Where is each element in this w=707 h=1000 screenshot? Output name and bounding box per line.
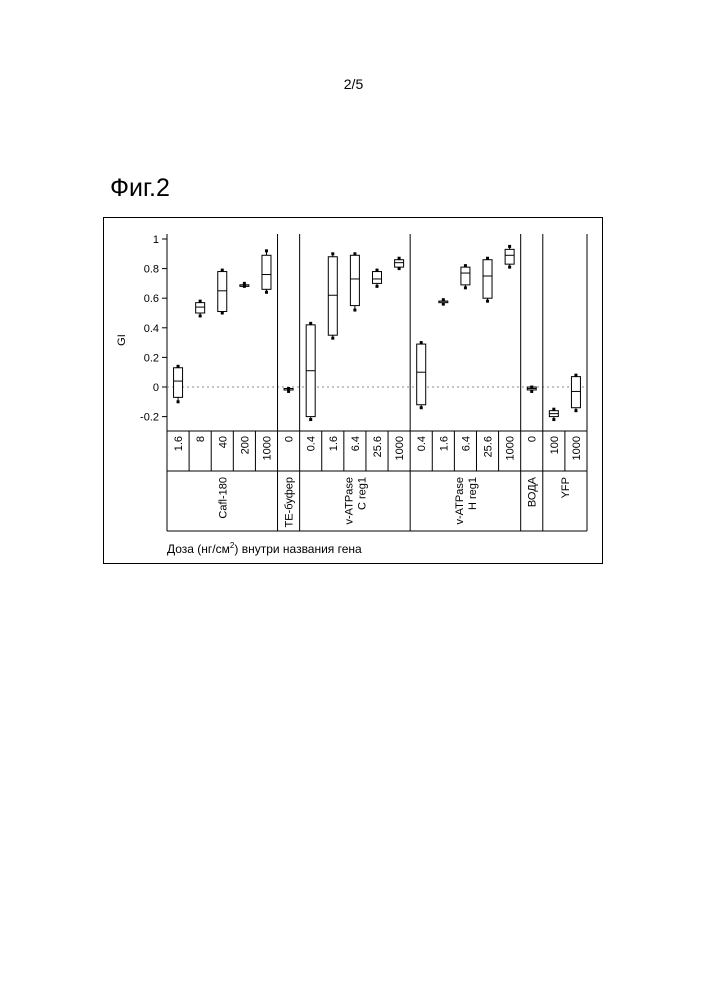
box-max-point	[464, 264, 467, 267]
box-min-point	[508, 266, 511, 269]
box-min-point	[287, 390, 290, 393]
box-iqr	[350, 255, 359, 305]
y-tick-label: 0.8	[144, 264, 159, 276]
box-max-point	[331, 252, 334, 255]
box-min-point	[353, 309, 356, 312]
box-max-point	[243, 282, 246, 285]
box-iqr	[328, 257, 337, 335]
figure-frame: 10.80.60.40.20-0.2GI1.6840200100000.41.6…	[103, 217, 603, 564]
dose-label: 1000	[571, 436, 583, 460]
box-max-point	[177, 365, 180, 368]
box-iqr	[483, 260, 492, 298]
box-min-point	[398, 267, 401, 270]
box-iqr	[218, 272, 227, 312]
box-max-point	[486, 257, 489, 260]
group-label: v-ATPase	[343, 477, 355, 524]
group-label: v-ATPase	[454, 477, 466, 524]
box-min-point	[243, 285, 246, 288]
box-min-point	[420, 406, 423, 409]
box-max-point	[287, 387, 290, 390]
box-max-point	[309, 322, 312, 325]
dose-label: 100	[549, 436, 561, 454]
box-iqr	[395, 260, 404, 267]
box-iqr	[571, 377, 580, 408]
box-min-point	[309, 418, 312, 421]
box-min-point	[486, 300, 489, 303]
dose-label: 1000	[261, 436, 273, 460]
group-label: ТЕ-буфер	[284, 477, 296, 527]
box-plot-chart: 10.80.60.40.20-0.2GI1.6840200100000.41.6…	[104, 218, 604, 565]
box-min-point	[464, 286, 467, 289]
box-min-point	[376, 285, 379, 288]
group-label: ВОДА	[527, 476, 539, 507]
figure-title: Фиг.2	[110, 174, 170, 203]
box-iqr	[373, 272, 382, 284]
group-label: H reg1	[467, 477, 479, 510]
dose-label: 1000	[505, 436, 517, 460]
box-max-point	[265, 249, 268, 252]
x-axis-label-suffix: ) внутри названия гена	[234, 542, 362, 556]
box-max-point	[442, 298, 445, 301]
dose-label: 0	[284, 436, 296, 442]
dose-label: 6.4	[350, 436, 362, 451]
box-iqr	[174, 368, 183, 398]
box-max-point	[420, 341, 423, 344]
group-label: Cafl-180	[217, 477, 229, 519]
dose-label: 40	[217, 436, 229, 448]
box-iqr	[417, 344, 426, 405]
box-max-point	[221, 269, 224, 272]
box-min-point	[574, 409, 577, 412]
dose-label: 200	[239, 436, 251, 454]
x-axis-label: Доза (нг/см2) внутри названия гена	[167, 541, 362, 556]
box-min-point	[177, 400, 180, 403]
x-axis-label-prefix: Доза (нг/см	[167, 542, 230, 556]
dose-label: 1.6	[173, 436, 185, 451]
box-max-point	[574, 374, 577, 377]
box-min-point	[530, 390, 533, 393]
box-max-point	[199, 300, 202, 303]
dose-label: 6.4	[460, 436, 472, 451]
box-min-point	[199, 314, 202, 317]
y-tick-label: 0.6	[144, 293, 159, 305]
box-iqr	[262, 255, 271, 289]
y-axis-label: GI	[116, 334, 128, 346]
y-tick-label: 1	[153, 234, 159, 246]
box-iqr	[196, 303, 205, 313]
dose-label: 25.6	[483, 436, 495, 457]
dose-label: 0.4	[306, 436, 318, 451]
box-max-point	[376, 269, 379, 272]
box-max-point	[353, 252, 356, 255]
box-min-point	[331, 337, 334, 340]
box-max-point	[552, 408, 555, 411]
dose-label: 1.6	[438, 436, 450, 451]
y-tick-label: -0.2	[140, 412, 159, 424]
group-label: YFP	[560, 477, 572, 498]
box-iqr	[461, 267, 470, 285]
y-tick-label: 0	[153, 382, 159, 394]
box-max-point	[508, 245, 511, 248]
box-iqr	[505, 249, 514, 264]
box-min-point	[265, 291, 268, 294]
dose-label: 25.6	[372, 436, 384, 457]
box-max-point	[398, 257, 401, 260]
y-tick-label: 0.4	[144, 323, 159, 335]
dose-label: 8	[195, 436, 207, 442]
dose-label: 0.4	[416, 436, 428, 451]
dose-label: 0	[527, 436, 539, 442]
y-tick-label: 0.2	[144, 352, 159, 364]
group-label: C reg1	[356, 477, 368, 510]
page-number: 2/5	[0, 76, 707, 92]
box-min-point	[552, 418, 555, 421]
dose-label: 1000	[394, 436, 406, 460]
box-max-point	[530, 386, 533, 389]
dose-label: 1.6	[328, 436, 340, 451]
box-min-point	[442, 303, 445, 306]
box-min-point	[221, 312, 224, 315]
